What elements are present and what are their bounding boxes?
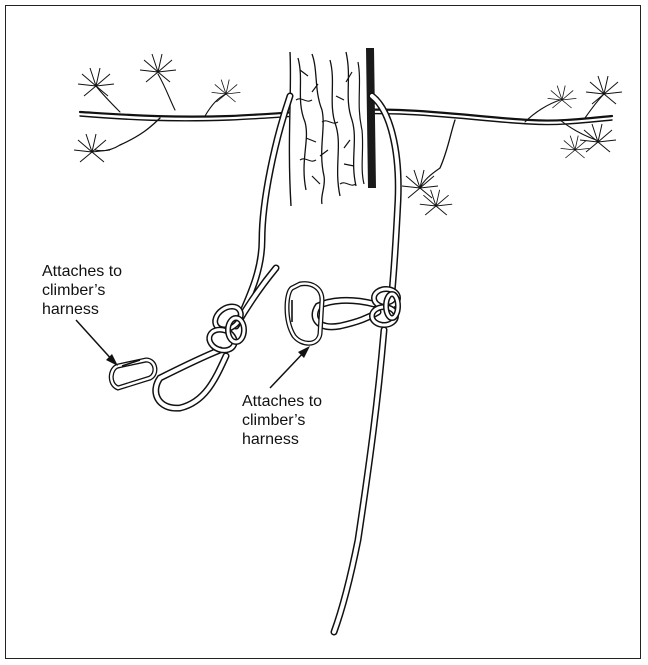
right-pointer-arrow bbox=[270, 346, 310, 388]
figure-eight-knot-icon bbox=[206, 302, 245, 354]
right-attach-label: Attaches to climber’s harness bbox=[242, 392, 322, 449]
carabiner-icon bbox=[111, 360, 155, 388]
left-attach-label: Attaches to climber’s harness bbox=[42, 262, 122, 319]
figure-eight-knot-icon bbox=[372, 289, 398, 325]
tree-trunk-icon bbox=[288, 48, 376, 208]
left-pointer-arrow bbox=[76, 320, 118, 366]
